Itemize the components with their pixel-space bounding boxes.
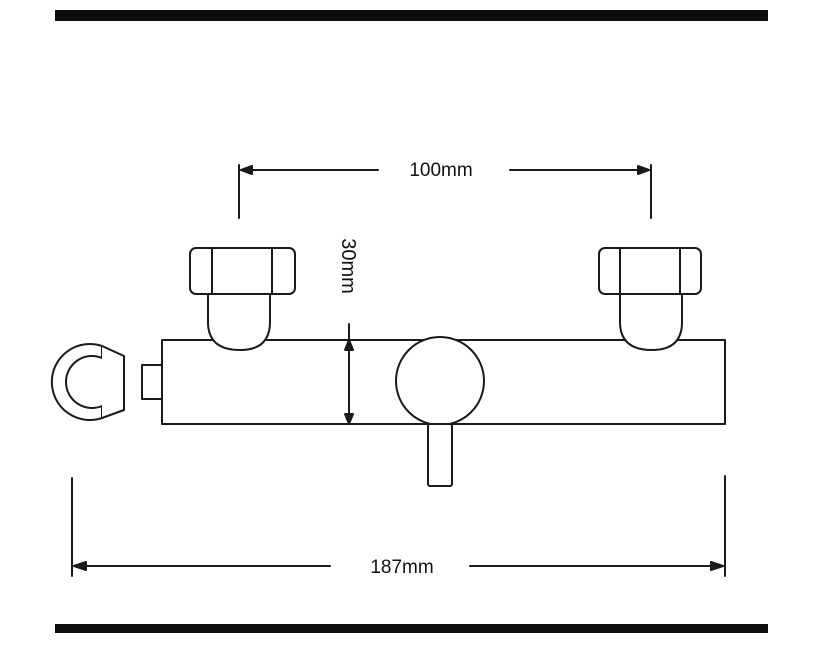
left-inlet-connector <box>189 247 296 351</box>
right-inlet-connector <box>598 247 702 351</box>
overall-length-dimension <box>71 475 726 577</box>
body-height-label: 30mm <box>337 238 359 294</box>
control-lever <box>427 423 453 487</box>
overall-length-label: 187mm <box>370 557 433 578</box>
top-frame-bar <box>55 10 768 21</box>
body-height-dimension <box>344 323 354 425</box>
bottom-frame-bar <box>55 624 768 633</box>
inlet-spacing-label: 100mm <box>409 160 472 181</box>
mixer-valve-drawing <box>50 164 726 577</box>
shower-holder-bracket <box>50 343 163 421</box>
inlet-spacing-dimension <box>238 164 652 219</box>
control-knob <box>395 336 485 426</box>
